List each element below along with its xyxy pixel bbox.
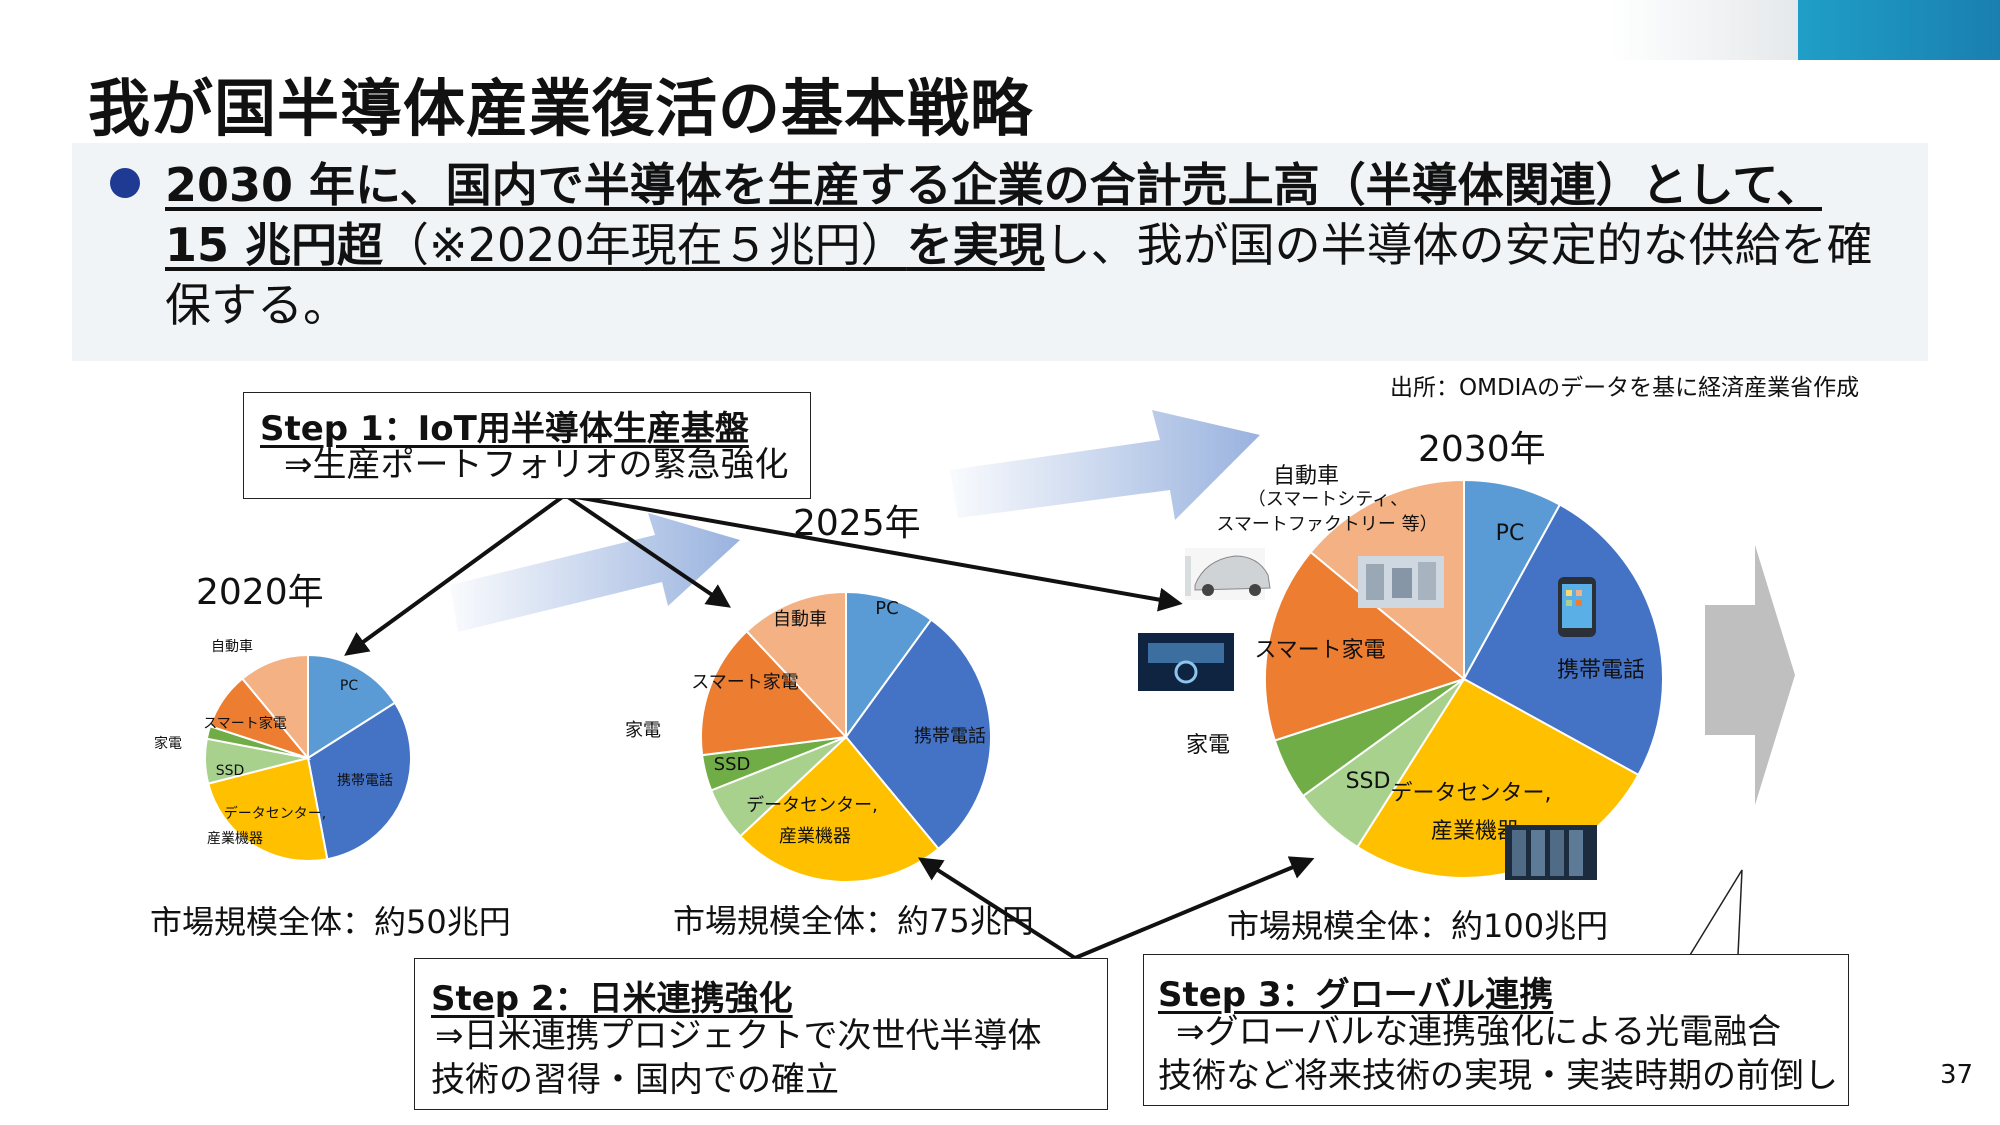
pie-label-2-6: 自動車 [1273,464,1339,489]
pie-label-0-7: 産業機器 [207,831,263,847]
step2-line1: ⇒日米連携プロジェクトで次世代半導体 [435,1016,1042,1056]
step3-title: Step 3：グローバル連携 [1158,975,1554,1015]
pie-label-2-5: スマート家電 [1254,638,1385,663]
page-number: 37 [1940,1060,1974,1090]
pie-label-1-2: データセンター, [746,795,878,816]
pointer-arrow-step1-2020 [344,493,567,656]
pie-label-2-1: 携帯電話 [1557,658,1645,683]
growth-arrow-1 [450,513,740,632]
pie-label-1-4: 家電 [625,720,661,741]
bullet-text-bold-1: 2030 年に、国内で半導体を生産する企業の合計売上高（半導体関連）として、15… [165,158,1822,272]
factory-image [1358,556,1444,608]
pie-label-1-6: 自動車 [773,609,827,630]
header-accent-bar [1798,0,2000,60]
year-label-2030: 2030年 [1418,429,1546,470]
bullet-text-note: （※2020年現在５兆円） [383,218,907,272]
car-image [1185,548,1271,600]
pie-slice-0-1 [306,701,412,861]
step2-line2: 技術の習得・国内での確立 [431,1060,839,1100]
bullet-panel [72,143,1928,361]
step3-callout-tail [1688,869,1743,956]
pie-slice-0-0 [307,653,397,760]
pie-label-2-8: （スマートシティ、 [1248,489,1408,510]
smartphone-image [1558,577,1596,637]
pie-slice-2-5 [1264,550,1467,742]
market-size-2020: 市場規模全体：約50兆円 [150,903,511,941]
pie-label-1-5: スマート家電 [691,672,798,693]
pie-label-1-1: 携帯電話 [914,726,986,747]
future-arrow [1705,545,1795,805]
pie-slice-1-0 [845,590,933,741]
pie-label-1-0: PC [875,598,898,619]
year-label-2025: 2025年 [793,503,921,544]
step1-box: Step 1：IoT用半導体生産基盤 ⇒生産ポートフォリオの緊急強化 [243,392,811,499]
page-title: 我が国半導体産業復活の基本戦略 [88,72,1034,145]
pie-label-0-5: スマート家電 [203,715,287,732]
pie-slice-2-1 [1462,503,1664,777]
pie-slice-0-2 [207,756,329,862]
growth-arrow-2 [950,410,1260,520]
bullet-text: 2030 年に、国内で半導体を生産する企業の合計売上高（半導体関連）として、15… [165,155,1885,335]
market-size-2025: 市場規模全体：約75兆円 [673,902,1034,940]
pie-label-0-6: 自動車 [211,638,253,655]
pie-label-0-4: 家電 [154,735,182,752]
pointer-arrow-step2-2030 [1074,856,1315,960]
bullet-text-bold-2: を実現 [906,218,1045,272]
pie-label-2-2: データセンター, [1391,781,1552,806]
pie-label-0-3: SSD [216,763,245,779]
step3-line1: ⇒グローバルな連携強化による光電融合 [1176,1012,1782,1052]
step2-title: Step 2：日米連携強化 [431,979,793,1019]
pie-slice-1-6 [745,590,847,740]
pie-label-1-7: 産業機器 [779,826,851,847]
pointer-arrow-step2-2025 [917,857,1077,960]
pie-label-2-3: SSD [1346,769,1391,794]
pie-label-2-7: 産業機器 [1431,819,1519,844]
bullet-text-rest: し、我が国の半導体の安定的な供給を確保する。 [165,218,1873,332]
pie-label-2-0: PC [1496,521,1525,546]
pie-label-1-3: SSD [714,754,751,775]
pie-label-2-4: 家電 [1186,733,1230,758]
step3-box: Step 3：グローバル連携 ⇒グローバルな連携強化による光電融合 技術など将来… [1143,954,1849,1106]
pointer-arrow-step1-2030 [564,493,1183,612]
pie-label-0-2: データセンター, [224,805,326,822]
pie-slice-2-0 [1463,478,1562,680]
step1-line1: ⇒生産ポートフォリオの緊急強化 [284,445,789,485]
pie-slice-0-6 [240,653,309,761]
step1-title: Step 1：IoT用半導体生産基盤 [260,409,749,449]
bullet-dot-icon [110,168,140,198]
year-label-2020: 2020年 [196,572,324,613]
car-cockpit-image [1138,633,1234,691]
market-size-2030: 市場規模全体：約100兆円 [1227,907,1609,945]
pie-slice-1-5 [700,629,849,757]
source-note: 出所：OMDIAのデータを基に経済産業省作成 [1390,375,1860,401]
pie-slice-1-1 [844,618,992,851]
pie-label-2-9: スマートファクトリー 等） [1216,514,1437,535]
pointer-arrow-step1-2025 [563,493,731,608]
step2-box: Step 2：日米連携強化 ⇒日米連携プロジェクトで次世代半導体 技術の習得・国… [414,958,1108,1110]
datacenter-image [1505,825,1597,880]
step3-line2: 技術など将来技術の実現・実装時期の前倒し [1158,1056,1838,1096]
pie-label-0-1: 携帯電話 [337,772,393,789]
pie-label-0-0: PC [340,678,358,694]
